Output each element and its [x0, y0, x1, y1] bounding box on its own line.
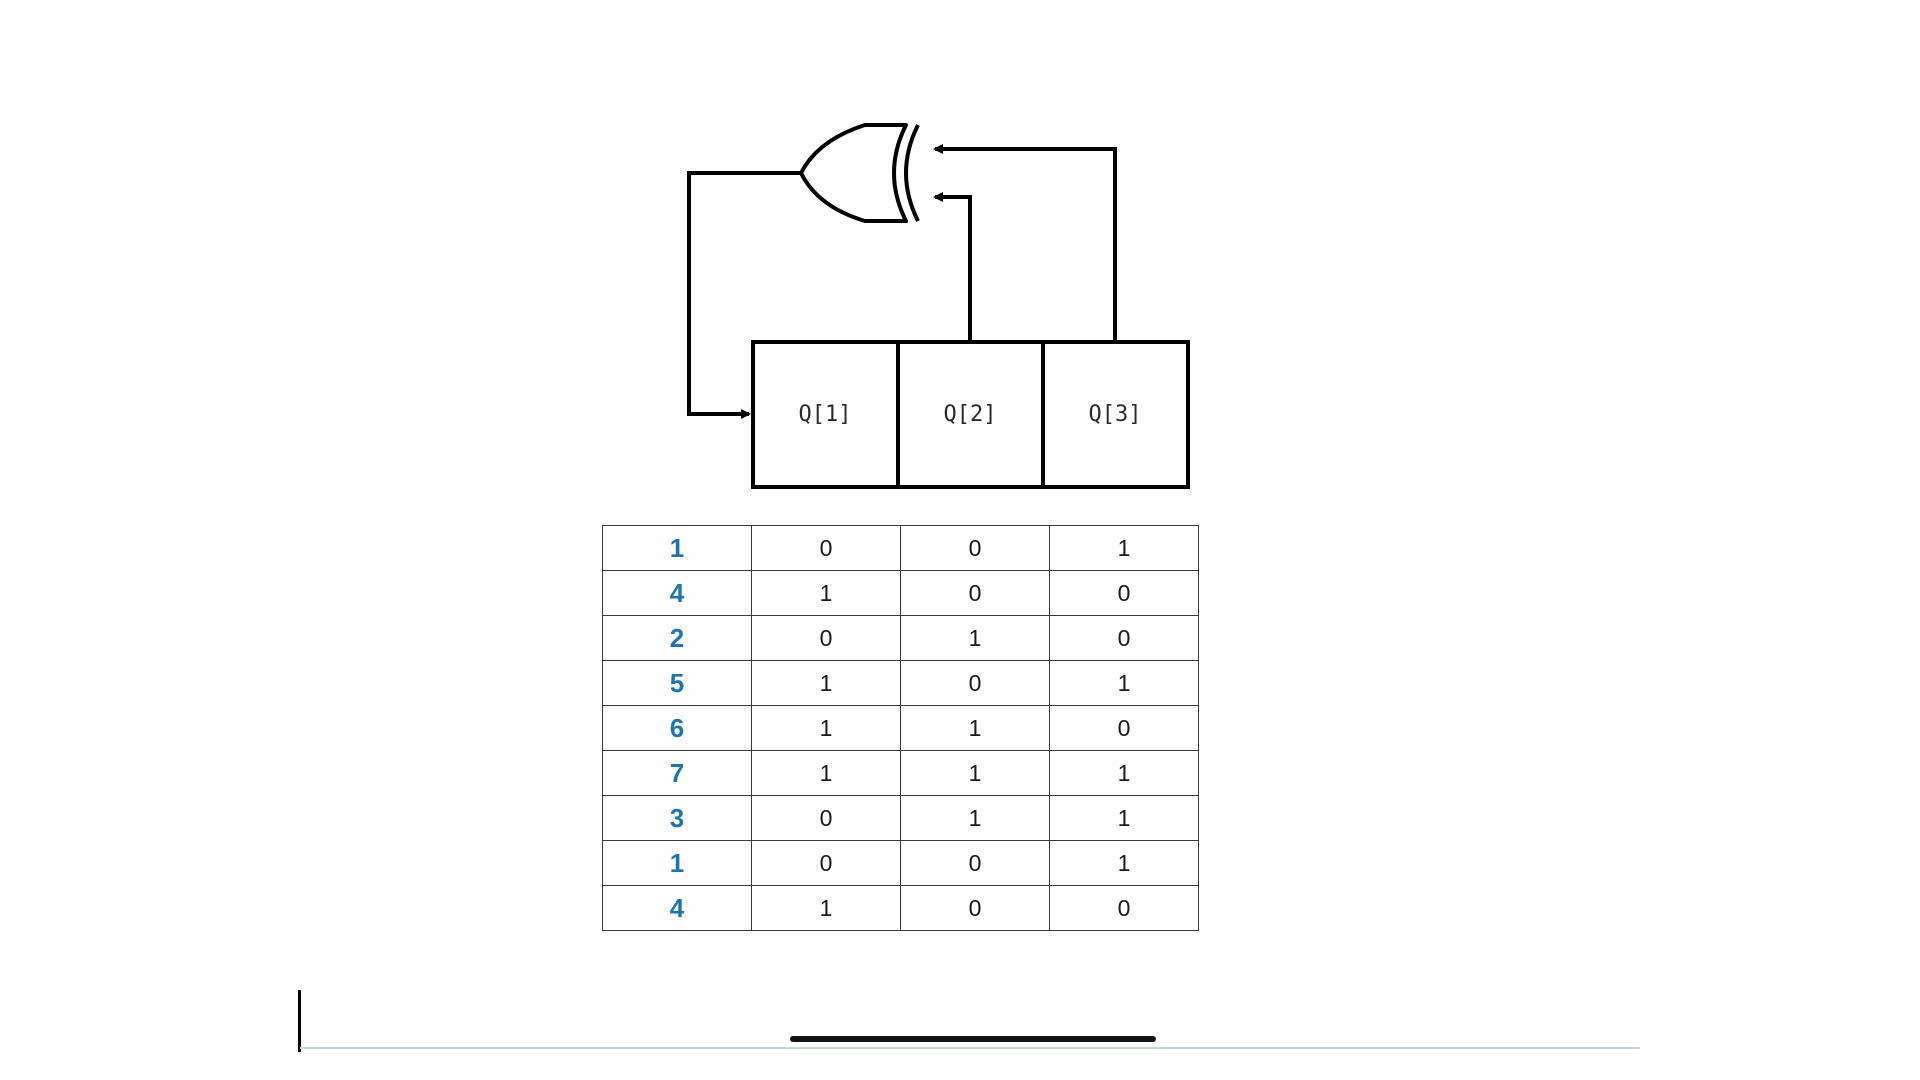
- state-sequence-table: 1 0 0 1 4 1 0 0 2 0 1 0 5 1 0 1 6 1 1 0: [602, 525, 1199, 931]
- bit-cell-q3: 1: [1049, 840, 1199, 886]
- bit-cell-q1: 1: [751, 750, 901, 796]
- bit-cell-q2: 0: [900, 660, 1050, 706]
- table-row: 7 1 1 1: [602, 750, 1199, 796]
- table-row: 2 0 1 0: [602, 615, 1199, 661]
- tap-wire-q3: [933, 144, 1117, 341]
- register-label-q3: Q[3]: [1089, 402, 1142, 427]
- bit-cell-q2: 1: [900, 750, 1050, 796]
- table-row: 6 1 1 0: [602, 705, 1199, 751]
- register-cell-q1: [751, 340, 900, 489]
- lfsr-diagram: Q[1] Q[2] Q[3]: [687, 123, 1190, 489]
- register-cell-q2: [896, 340, 1045, 489]
- xor-gate-input-curve: [904, 124, 920, 222]
- page-left-edge: [298, 990, 301, 1052]
- table-row: 4 1 0 0: [602, 570, 1199, 616]
- bit-cell-q2: 0: [900, 840, 1050, 886]
- bit-cell-q3: 1: [1049, 750, 1199, 796]
- bit-cell-q2: 0: [900, 570, 1050, 616]
- decimal-value-cell: 5: [602, 660, 752, 706]
- bit-cell-q1: 0: [751, 840, 901, 886]
- bit-cell-q3: 1: [1049, 795, 1199, 841]
- tap-wire-q2: [933, 192, 972, 341]
- decimal-value-cell: 2: [602, 615, 752, 661]
- register-cell-q3: [1041, 340, 1190, 489]
- bit-cell-q3: 0: [1049, 885, 1199, 931]
- decimal-value-cell: 7: [602, 750, 752, 796]
- bit-cell-q2: 1: [900, 615, 1050, 661]
- bit-cell-q1: 1: [751, 885, 901, 931]
- xor-gate: [799, 123, 920, 223]
- bit-cell-q1: 0: [751, 525, 901, 571]
- table-row: 1 0 0 1: [602, 525, 1199, 571]
- bit-cell-q2: 0: [900, 885, 1050, 931]
- scroll-indicator[interactable]: [790, 1036, 1156, 1042]
- decimal-value-cell: 1: [602, 840, 752, 886]
- bit-cell-q3: 0: [1049, 615, 1199, 661]
- table-row: 4 1 0 0: [602, 885, 1199, 931]
- bit-cell-q2: 1: [900, 795, 1050, 841]
- table-row: 5 1 0 1: [602, 660, 1199, 706]
- xor-gate-body: [799, 123, 908, 223]
- register-label-q2: Q[2]: [944, 402, 997, 427]
- feedback-wire: [687, 171, 801, 419]
- decimal-value-cell: 4: [602, 570, 752, 616]
- decimal-value-cell: 1: [602, 525, 752, 571]
- bit-cell-q3: 0: [1049, 705, 1199, 751]
- register-label-q1: Q[1]: [799, 402, 852, 427]
- decimal-value-cell: 4: [602, 885, 752, 931]
- bit-cell-q1: 1: [751, 570, 901, 616]
- decimal-value-cell: 6: [602, 705, 752, 751]
- bit-cell-q1: 0: [751, 795, 901, 841]
- bit-cell-q1: 0: [751, 615, 901, 661]
- decimal-value-cell: 3: [602, 795, 752, 841]
- bit-cell-q2: 0: [900, 525, 1050, 571]
- bit-cell-q1: 1: [751, 660, 901, 706]
- table-row: 3 0 1 1: [602, 795, 1199, 841]
- bit-cell-q3: 1: [1049, 525, 1199, 571]
- bit-cell-q3: 0: [1049, 570, 1199, 616]
- shift-register: Q[1] Q[2] Q[3]: [751, 340, 1190, 489]
- bit-cell-q2: 1: [900, 705, 1050, 751]
- bit-cell-q1: 1: [751, 705, 901, 751]
- bit-cell-q3: 1: [1049, 660, 1199, 706]
- state-sequence-body: 1 0 0 1 4 1 0 0 2 0 1 0 5 1 0 1 6 1 1 0: [602, 525, 1199, 931]
- page-bottom-rule: [300, 1047, 1640, 1049]
- table-row: 1 0 0 1: [602, 840, 1199, 886]
